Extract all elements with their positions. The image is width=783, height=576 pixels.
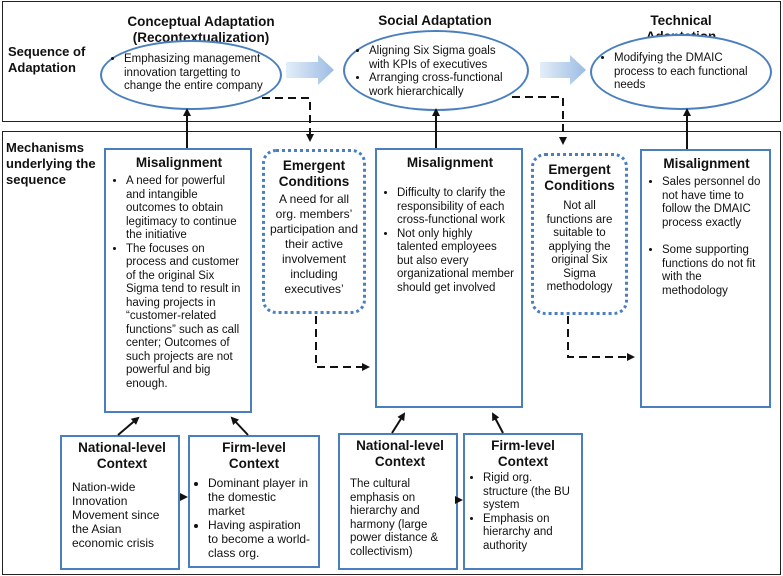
mechanisms-label: Mechanisms underlying the sequence bbox=[6, 140, 96, 187]
misalignment-box-3: Misalignment Sales personnel do not have… bbox=[640, 149, 771, 408]
misalignment-1-bullet: The focuses on process and customer of t… bbox=[126, 243, 244, 392]
misalignment-2-bullet: Not only highly talented employees but a… bbox=[397, 228, 515, 296]
misalignment-1-title: Misalignment bbox=[135, 155, 223, 170]
national-2-title: National-level Context bbox=[356, 438, 444, 469]
misalignment-2-bullet: Difficulty to clarify the responsibility… bbox=[397, 187, 515, 228]
national-2-text: The cultural emphasis on hierarchy and h… bbox=[350, 478, 439, 558]
firm-1-body: Dominant player in the domestic market H… bbox=[196, 476, 312, 560]
arrow-emergent1-to-misalignment2 bbox=[315, 316, 370, 371]
national-1-text: Nation-wide Innovation Movement since th… bbox=[72, 480, 160, 550]
firm-context-box-1: Firm-level Context Dominant player in th… bbox=[188, 435, 320, 568]
firm-2-body: Rigid org. structure (the BU system Emph… bbox=[471, 472, 575, 553]
emergent-conditions-box-1: Emergent Conditions A need for all org. … bbox=[262, 149, 366, 314]
stage-arrow-2 bbox=[540, 55, 586, 85]
emergent-1-text: A need for all org. members’ participati… bbox=[269, 192, 359, 296]
stage-social-bullet: Arranging cross-functional work hierarch… bbox=[369, 72, 517, 99]
firm-2-title: Firm-level Context bbox=[491, 438, 555, 469]
emergent-1-title: Emergent Conditions bbox=[278, 158, 350, 189]
stage-social-body: Aligning Six Sigma goals with KPIs of ex… bbox=[357, 45, 517, 99]
misalignment-box-2: Misalignment Difficulty to clarify the r… bbox=[375, 148, 523, 408]
national-context-box-1: National-level Context Nation-wide Innov… bbox=[60, 435, 180, 570]
arrow-firm2-to-misalignment2 bbox=[492, 412, 504, 434]
stage-arrow-1 bbox=[286, 55, 334, 85]
stage-conceptual-ellipse bbox=[100, 40, 282, 110]
firm-context-box-2: Firm-level Context Rigid org. structure … bbox=[463, 433, 583, 570]
firm-2-bullet: Emphasis on hierarchy and authority bbox=[483, 513, 575, 554]
arrow-firm1-to-misalignment1 bbox=[230, 416, 249, 436]
arrow-stage1-to-emergent1 bbox=[262, 97, 314, 142]
arrow-stage2-to-emergent2 bbox=[512, 96, 567, 145]
arrow-emergent2-to-misalignment3 bbox=[567, 316, 635, 361]
misalignment-3-bullet: Some supporting functions do not fit wit… bbox=[662, 244, 763, 298]
stage-technical-bullet: Modifying the DMAIC process to each func… bbox=[614, 52, 762, 93]
national-context-box-2: National-level Context The cultural emph… bbox=[338, 433, 458, 570]
arrow-national2-to-misalignment2 bbox=[391, 412, 406, 434]
misalignment-3-title: Misalignment bbox=[663, 156, 750, 171]
misalignment-2-title: Misalignment bbox=[406, 155, 494, 170]
emergent-2-text: Not all functions are suitable to applyi… bbox=[546, 200, 613, 293]
arrow-national1-to-misalignment1 bbox=[117, 416, 140, 436]
misalignment-1-body: A need for powerful and intangible outco… bbox=[114, 175, 244, 391]
stage-conceptual-body: Emphasizing management innovation target… bbox=[112, 53, 272, 94]
misalignment-2-body: Difficulty to clarify the responsibility… bbox=[385, 187, 515, 295]
firm-1-bullet: Having aspiration to become a world-clas… bbox=[208, 518, 312, 560]
stage-social-bullet: Aligning Six Sigma goals with KPIs of ex… bbox=[369, 45, 517, 72]
sequence-label: Sequence of Adaptation bbox=[8, 44, 86, 75]
misalignment-1-bullet: A need for powerful and intangible outco… bbox=[126, 175, 244, 243]
firm-1-title: Firm-level Context bbox=[222, 440, 286, 471]
firm-2-bullet: Rigid org. structure (the BU system bbox=[483, 472, 575, 513]
misalignment-box-1: Misalignment A need for powerful and int… bbox=[104, 148, 252, 413]
emergent-conditions-box-2: Emergent Conditions Not all functions ar… bbox=[531, 153, 628, 315]
misalignment-3-body: Sales personnel do not have time to foll… bbox=[650, 176, 763, 298]
national-1-title: National-level Context bbox=[78, 440, 166, 471]
stage-social-ellipse bbox=[343, 30, 529, 111]
misalignment-3-bullet: Sales personnel do not have time to foll… bbox=[662, 176, 763, 230]
firm-1-bullet: Dominant player in the domestic market bbox=[208, 476, 312, 518]
stage-technical-body: Modifying the DMAIC process to each func… bbox=[602, 52, 762, 93]
stage-technical-ellipse bbox=[590, 34, 772, 110]
stage-social-title: Social Adaptation bbox=[378, 13, 492, 28]
stage-conceptual-bullet: Emphasizing management innovation target… bbox=[124, 53, 272, 94]
emergent-2-title: Emergent Conditions bbox=[544, 162, 615, 193]
